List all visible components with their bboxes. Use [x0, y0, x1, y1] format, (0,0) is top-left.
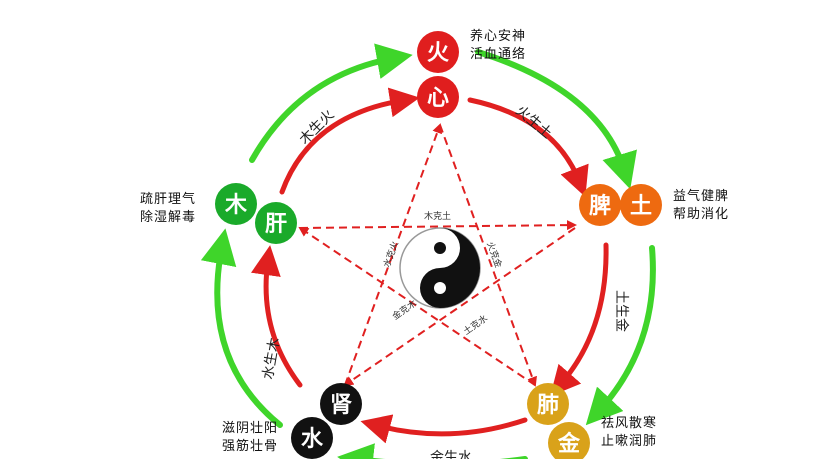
outer-cycle — [200, 43, 656, 459]
lung-node: 肺 — [527, 383, 569, 425]
earth-desc-line2: 帮助消化 — [673, 207, 729, 222]
metal-to-wood-line — [298, 226, 536, 386]
earth-char: 土 — [630, 194, 652, 219]
arrow-water-to-wood-outer — [200, 228, 283, 428]
earth-to-water-line — [343, 227, 576, 387]
water-desc-line2: 强筋壮骨 — [222, 438, 278, 454]
arrow-lung-to-kidney — [360, 414, 528, 444]
arrow-kidney-to-liver — [251, 245, 303, 388]
earth-node: 土 — [620, 184, 662, 226]
earth-desc-line1: 益气健脾 — [673, 188, 729, 204]
fire-desc-line1: 养心安神 — [470, 28, 526, 44]
yin-yang-icon — [399, 227, 481, 309]
arrow-liver-to-heart — [279, 87, 420, 195]
label-water-wood: 水生木 — [260, 337, 283, 381]
fire-desc-line2: 活血通络 — [470, 46, 526, 62]
metal-description: 祛风散寒 止嗽润肺 — [601, 415, 657, 449]
wood-description: 疏肝理气 除湿解毒 — [140, 191, 196, 225]
metal-node: 金 — [548, 422, 590, 459]
controlling-star — [298, 123, 577, 387]
fire-to-metal-line — [439, 124, 537, 387]
spleen-node: 脾 — [579, 184, 621, 226]
kidney-char: 肾 — [330, 393, 352, 418]
metal-desc-line1: 祛风散寒 — [601, 415, 657, 431]
water-to-fire-line — [344, 123, 442, 386]
arrow-fire-to-earth-outer — [475, 49, 637, 190]
heart-node: 心 — [417, 76, 459, 118]
fire-node: 火 — [417, 31, 459, 73]
fire-description: 养心安神 活血通络 — [470, 28, 526, 62]
label-fire-earth: 火生土 — [512, 103, 554, 142]
inner-cycle — [251, 87, 609, 444]
label-water-fire: 水克火 — [381, 240, 402, 269]
label-earth-water: 土克水 — [461, 312, 490, 337]
water-char: 水 — [301, 427, 324, 452]
arrow-wood-to-fire-outer — [249, 43, 413, 163]
wood-node: 木 — [215, 183, 257, 225]
metal-char: 金 — [557, 431, 581, 457]
heart-char: 心 — [427, 86, 449, 111]
label-fire-metal: 火克金 — [484, 240, 505, 269]
water-node: 水 — [291, 417, 333, 459]
earth-description: 益气健脾 帮助消化 — [673, 188, 729, 222]
wood-desc-line2: 除湿解毒 — [140, 210, 196, 225]
wood-to-earth-line — [299, 220, 577, 231]
arrow-spleen-to-lung — [550, 242, 609, 397]
label-wood-earth: 木克土 — [424, 210, 451, 222]
label-metal-water: 金生水 — [430, 450, 472, 459]
fire-char: 火 — [427, 41, 449, 66]
water-desc-line1: 滋阴壮阳 — [222, 421, 278, 436]
water-description: 滋阴壮阳 强筋壮骨 — [222, 421, 278, 454]
liver-node: 肝 — [255, 202, 297, 244]
spleen-char: 脾 — [589, 194, 611, 219]
metal-desc-line2: 止嗽润肺 — [601, 434, 657, 449]
wood-desc-line1: 疏肝理气 — [140, 191, 196, 207]
arrow-heart-to-spleen — [467, 97, 589, 197]
lung-char: 肺 — [537, 393, 559, 418]
kidney-node: 肾 — [320, 383, 362, 425]
arrow-earth-to-metal-outer — [585, 245, 656, 426]
liver-char: 肝 — [265, 212, 287, 237]
wood-char: 木 — [224, 193, 248, 218]
label-earth-metal: 土生金 — [613, 290, 629, 332]
label-metal-wood: 金克木 — [390, 297, 419, 322]
